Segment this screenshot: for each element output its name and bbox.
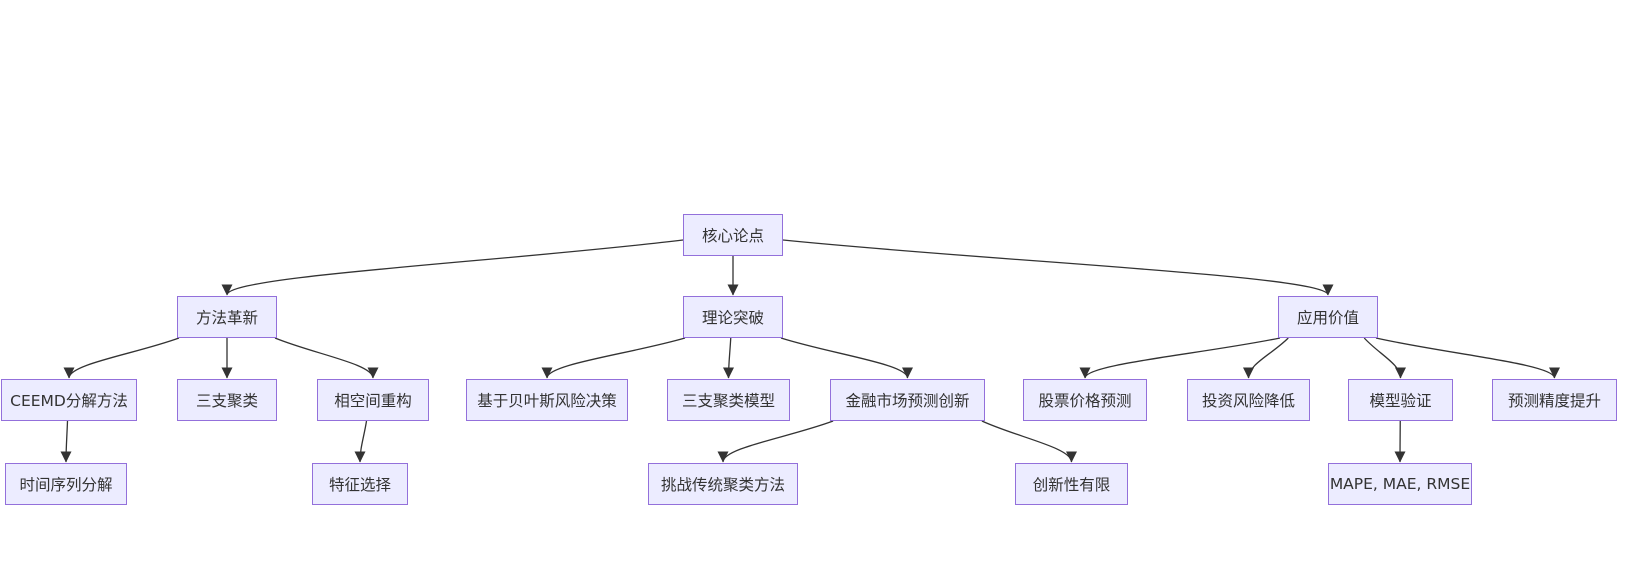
edge-core-to-application xyxy=(782,239,1334,296)
edge-application-to-validation xyxy=(1363,337,1406,379)
edge-fin_market-to-limited xyxy=(981,420,1077,463)
edge-theory-to-three_way_model xyxy=(723,337,735,379)
node-ceemd-decomposition: CEEMD分解方法 xyxy=(1,379,137,421)
node-stock-price-prediction: 股票价格预测 xyxy=(1023,379,1147,421)
edge-theory-to-bayes xyxy=(541,337,686,379)
node-financial-market-forecast-innovation: 金融市场预测创新 xyxy=(830,379,985,421)
edge-application-to-stock xyxy=(1079,337,1281,379)
edge-application-to-risk xyxy=(1243,337,1289,379)
node-forecast-accuracy-improvement: 预测精度提升 xyxy=(1492,379,1617,421)
node-evaluation-metrics: MAPE, MAE, RMSE xyxy=(1328,463,1472,505)
edge-phase-to-feature xyxy=(354,420,368,463)
node-method-innovation: 方法革新 xyxy=(177,296,277,338)
edge-theory-to-fin_market xyxy=(780,337,913,379)
node-investment-risk-reduction: 投资风险降低 xyxy=(1187,379,1310,421)
edge-ceemd-to-time_series xyxy=(60,420,72,463)
edge-method-to-phase xyxy=(274,337,379,379)
node-three-way-clustering-model: 三支聚类模型 xyxy=(667,379,790,421)
edge-fin_market-to-challenge xyxy=(717,420,834,463)
node-challenge-traditional-clustering: 挑战传统聚类方法 xyxy=(648,463,798,505)
node-three-way-clustering: 三支聚类 xyxy=(177,379,277,421)
node-limited-novelty: 创新性有限 xyxy=(1015,463,1128,505)
node-theory-breakthrough: 理论突破 xyxy=(683,296,783,338)
node-feature-selection: 特征选择 xyxy=(312,463,408,505)
node-application-value: 应用价值 xyxy=(1278,296,1378,338)
node-phase-space-reconstruction: 相空间重构 xyxy=(317,379,429,421)
node-bayesian-risk-decision: 基于贝叶斯风险决策 xyxy=(466,379,628,421)
edge-method-to-ceemd xyxy=(63,337,180,379)
edge-core-to-method xyxy=(221,239,684,296)
edge-application-to-accuracy xyxy=(1375,337,1560,379)
node-model-validation: 模型验证 xyxy=(1348,379,1453,421)
node-time-series-decomposition: 时间序列分解 xyxy=(5,463,127,505)
node-core-thesis: 核心论点 xyxy=(683,214,783,256)
